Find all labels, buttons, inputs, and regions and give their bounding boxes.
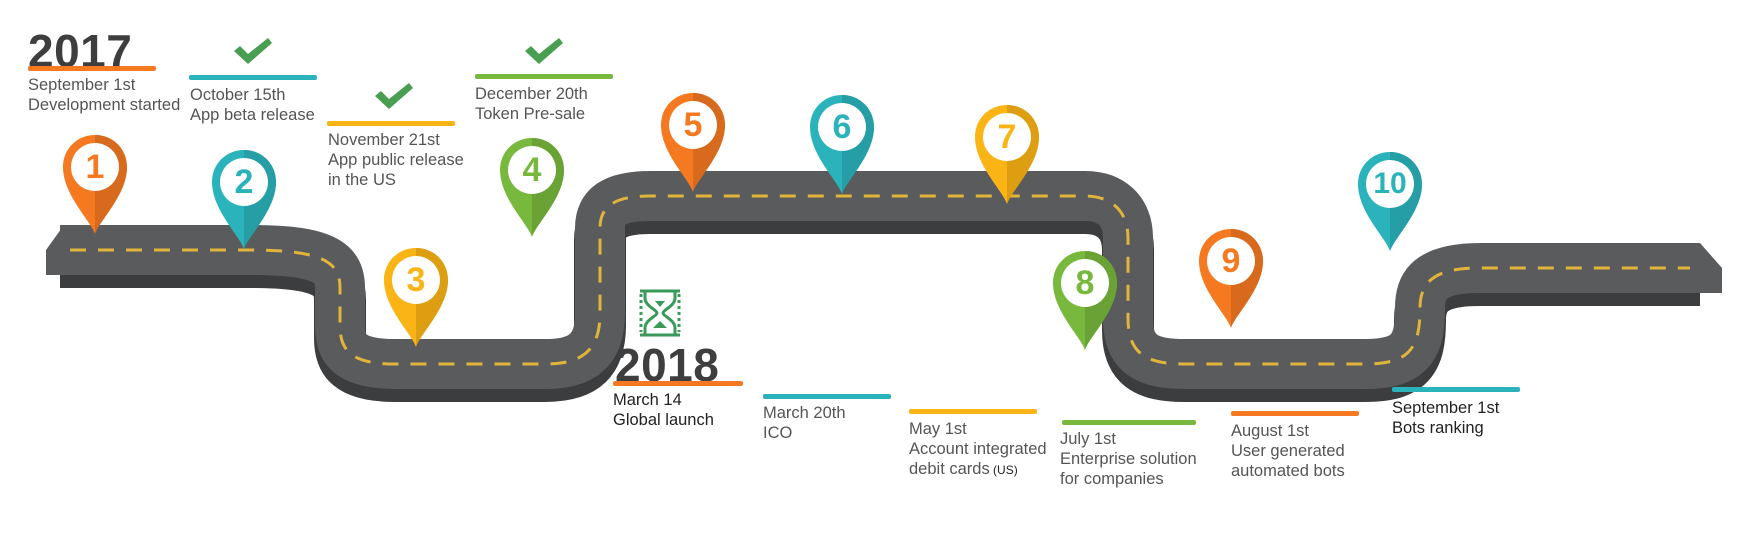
milestone-description: in the US [328, 171, 396, 189]
map-pin-7: 7 [973, 103, 1041, 205]
map-pin-icon [810, 95, 874, 194]
map-pin-icon [1358, 152, 1422, 251]
map-pin-2: 2 [210, 148, 278, 250]
pin-number: 9 [1221, 242, 1241, 280]
map-pin-icon [212, 150, 276, 249]
road-end-right [1700, 243, 1722, 293]
map-pin-icon [384, 248, 448, 347]
milestone-date: July 1st [1060, 430, 1116, 448]
map-pin-4: 4 [498, 136, 566, 238]
milestone-date: March 14 [613, 391, 682, 409]
milestone-color-bar [613, 381, 743, 386]
milestone-color-bar [1062, 420, 1196, 425]
map-pin-6: 6 [808, 93, 876, 195]
map-pin-icon [63, 135, 127, 234]
pin-number: 5 [683, 106, 703, 144]
pin-number: 6 [832, 108, 852, 146]
milestone-color-bar [909, 409, 1037, 414]
year-label: 2018 [615, 339, 720, 391]
milestone-description: ICO [763, 424, 793, 442]
pin-number: 2 [234, 163, 254, 201]
checkmark-icon [525, 38, 563, 64]
pin-number: 4 [522, 151, 542, 189]
map-pin-3: 3 [382, 246, 450, 348]
milestone-description: App public release [328, 151, 464, 169]
milestone-description: for companies [1060, 470, 1164, 488]
milestone-description: Token Pre-sale [475, 105, 586, 123]
milestone-description: Global launch [613, 411, 714, 429]
map-pin-9: 9 [1197, 227, 1265, 329]
map-pin-icon [975, 105, 1039, 204]
milestone-description: Enterprise solution [1060, 450, 1197, 468]
milestone-color-bar [28, 66, 156, 71]
map-pin-10: 10 [1356, 150, 1424, 252]
hourglass-icon [639, 289, 681, 337]
milestone-color-bar [1231, 411, 1359, 416]
milestone-color-bar [475, 74, 613, 79]
map-pin-icon [661, 93, 725, 192]
milestone-date: September 1st [28, 76, 136, 94]
pin-number: 3 [406, 261, 426, 299]
checkmark-icon [234, 38, 272, 64]
milestone-color-bar [1392, 387, 1520, 392]
milestone-date: May 1st [909, 420, 967, 438]
map-pin-1: 1 [61, 133, 129, 235]
milestone-date: August 1st [1231, 422, 1309, 440]
milestone-color-bar [327, 121, 455, 126]
milestone-description: Development started [28, 96, 181, 114]
milestone-description: debit cards (US) [909, 460, 1018, 478]
milestone-description: User generated [1231, 442, 1345, 460]
milestone-date: March 20th [763, 404, 846, 422]
milestone-5: March 14 Global launch [613, 390, 714, 430]
pin-number: 1 [85, 148, 105, 186]
map-pin-icon [1053, 251, 1117, 350]
milestone-description: automated bots [1231, 462, 1345, 480]
milestone-date: November 21st [328, 131, 440, 149]
milestone-date: October 15th [190, 86, 286, 104]
map-pin-icon [500, 138, 564, 237]
road-end-left [46, 225, 64, 275]
milestone-description: Account integrated [909, 440, 1047, 458]
milestone-color-bar [189, 75, 317, 80]
milestone-description: Bots ranking [1392, 419, 1484, 437]
map-pin-8: 8 [1051, 249, 1119, 351]
pin-number: 8 [1075, 264, 1095, 302]
milestone-description: App beta release [190, 106, 315, 124]
milestone-note: (US) [989, 463, 1018, 477]
map-pin-icon [1199, 229, 1263, 328]
milestone-color-bar [763, 394, 891, 399]
checkmark-icon [375, 83, 413, 109]
milestone-date: December 20th [475, 85, 588, 103]
milestone-date: September 1st [1392, 399, 1500, 417]
road-body [60, 171, 1700, 402]
pin-number: 7 [997, 118, 1017, 156]
pin-number: 10 [1373, 167, 1407, 200]
map-pin-5: 5 [659, 91, 727, 193]
